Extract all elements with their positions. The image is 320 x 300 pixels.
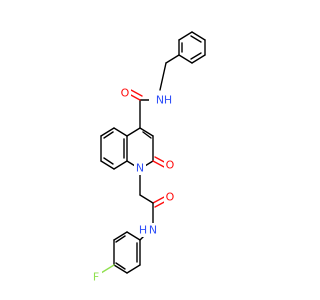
molecule-structure: O N H O N O H N F <box>91 31 206 284</box>
label-o-bottom: O <box>164 190 175 204</box>
label-fluorine: F <box>91 270 102 284</box>
svg-text:H: H <box>164 94 172 107</box>
benzyl-ring <box>178 31 206 64</box>
fluorophenyl-ring <box>113 231 141 274</box>
svg-text:O: O <box>121 87 130 100</box>
label-o-ring: O <box>164 158 175 172</box>
svg-text:O: O <box>166 159 175 172</box>
label-o-top: O <box>120 86 131 100</box>
svg-text:H: H <box>139 224 147 237</box>
svg-text:N: N <box>156 94 164 107</box>
c-f-bond <box>100 264 115 274</box>
svg-text:N: N <box>136 162 144 175</box>
ring-co-bond-1 <box>152 160 167 169</box>
svg-text:O: O <box>166 191 175 204</box>
benzo-ring <box>100 127 128 170</box>
amide-co-bond-2 <box>130 89 143 97</box>
svg-text:F: F <box>93 271 99 284</box>
ch2-c-bond <box>139 194 154 204</box>
lower-co-bond-1 <box>152 195 167 204</box>
ch2-nh-bond <box>159 62 167 91</box>
svg-text:N: N <box>149 224 157 237</box>
label-nh-bottom: H N <box>139 223 165 237</box>
label-nh-top: N H <box>149 93 173 107</box>
benzyl-ch2-bond <box>165 54 180 64</box>
label-n-ring: N <box>134 161 146 175</box>
